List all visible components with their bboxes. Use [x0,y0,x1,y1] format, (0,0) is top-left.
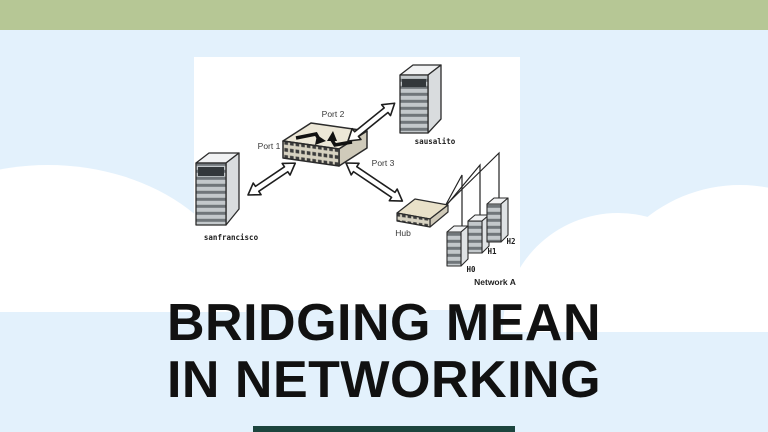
hub-device [396,198,449,228]
host-h0-label: H0 [466,265,476,274]
server-sausalito-label: sausalito [415,137,456,146]
bottom-accent-bar [253,426,515,432]
host-h2-label: H2 [506,237,515,246]
network-a-label: Network A [474,277,516,287]
arrow-bridge-sausalito [347,102,396,142]
bridge-forwarding-arrows [295,131,353,147]
bridge-switch [282,122,368,167]
network-diagram: Port 1 Port 2 Port 3 sanfrancisco sausal… [195,64,516,287]
arrow-sanfrancisco-bridge [247,162,297,196]
top-accent-bar [0,0,768,30]
title-line-2: IN NETWORKING [166,351,602,409]
port3-label: Port 3 [372,158,395,168]
network-diagram-panel: Port 1 Port 2 Port 3 sanfrancisco sausal… [194,57,520,310]
port2-label: Port 2 [322,109,345,119]
host-h0 [446,225,469,267]
hub-host-links [442,151,500,233]
title-line-1: BRIDGING MEAN [166,294,602,352]
host-h2 [486,197,509,243]
hub-label: Hub [395,228,411,238]
cloud-right [495,185,768,332]
arrow-bridge-hub [345,162,404,202]
server-sanfrancisco [195,152,240,226]
host-h1 [467,214,490,254]
server-sanfrancisco-label: sanfrancisco [204,233,259,242]
host-h1-label: H1 [487,247,497,256]
slide-title: BRIDGING MEAN IN NETWORKING [0,295,768,409]
port1-label: Port 1 [258,141,281,151]
server-sausalito [399,64,442,134]
